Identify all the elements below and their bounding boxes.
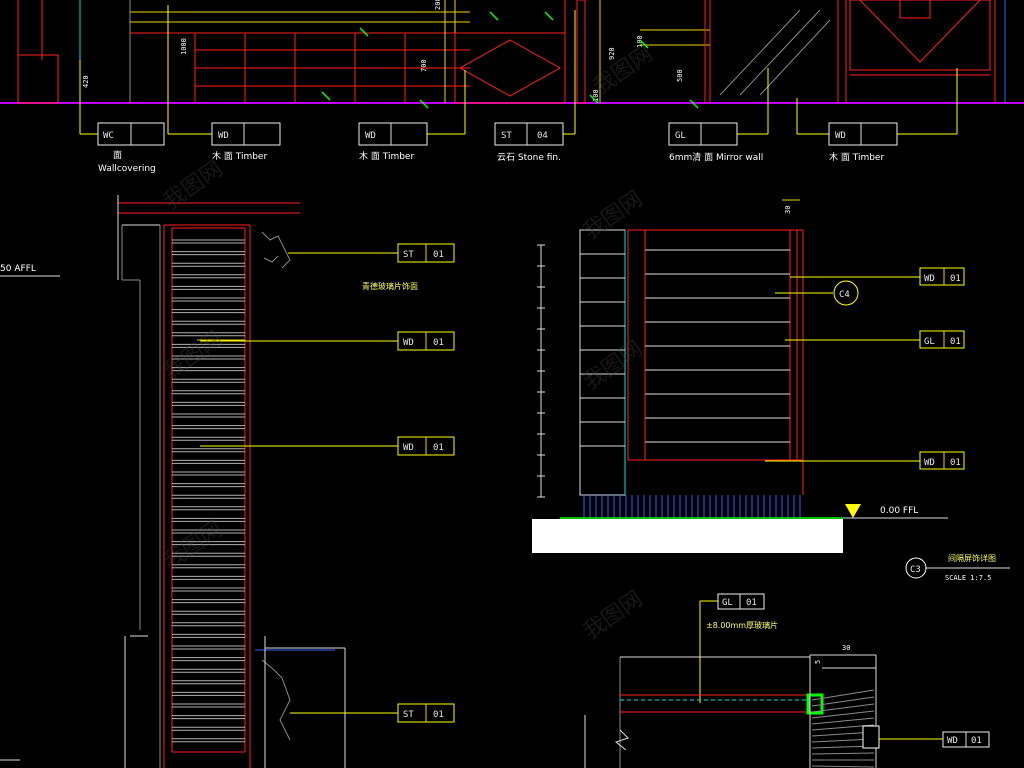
tag-caption: 木 面 Timber xyxy=(212,150,267,162)
tag-num: 01 xyxy=(433,338,444,348)
tag-code: WD xyxy=(947,736,958,746)
svg-text:我图网: 我图网 xyxy=(589,42,657,100)
tag-code: ST xyxy=(403,250,414,260)
svg-text:我图网: 我图网 xyxy=(579,337,647,395)
svg-text:我图网: 我图网 xyxy=(579,587,647,645)
tag-caption: 云石 Stone fin. xyxy=(497,153,561,163)
left-section: 50 AFFL ST 01 青德玻璃 xyxy=(0,195,455,768)
ffl-label: 0.00 FFL xyxy=(880,506,918,516)
svg-text:30: 30 xyxy=(842,644,850,652)
tag-num: 01 xyxy=(433,710,444,720)
tag-code: ST xyxy=(501,131,512,141)
tag-num: 04 xyxy=(537,131,548,141)
svg-text:30: 30 xyxy=(784,206,792,214)
tag-code: GL xyxy=(722,598,733,608)
dim-label: 100 xyxy=(592,89,600,102)
dim-label: 1000 xyxy=(180,38,188,55)
top-elevation: 420 1000 200 700 920 100 500 100 xyxy=(0,0,1024,109)
tag-num: 01 xyxy=(746,598,757,608)
top-material-tags: WC 面 Wallcovering WD 木 面 Timber WD 木 面 T… xyxy=(79,5,958,174)
svg-text:我图网: 我图网 xyxy=(159,157,227,215)
tag-caption: 6mm清 面 Mirror wall xyxy=(669,151,763,163)
tag-code: WD xyxy=(403,443,414,453)
dim-label: 920 xyxy=(608,47,616,60)
bottom-detail: GL 01 ±8.00mm厚玻璃片 30 5 WD 01 xyxy=(584,593,990,768)
floor-slab xyxy=(532,519,843,553)
title-ref: C3 xyxy=(910,565,921,575)
level-label: 50 AFFL xyxy=(0,264,36,274)
tag-num: 01 xyxy=(971,736,982,746)
detail-note: ±8.00mm厚玻璃片 xyxy=(706,620,778,630)
tag-code: GL xyxy=(924,337,935,347)
tag-code: WD xyxy=(835,131,846,141)
tag-code: WD xyxy=(924,274,935,284)
tag-code: ST xyxy=(403,710,414,720)
tag-num: 01 xyxy=(950,274,961,284)
tag-caption: 面 xyxy=(113,150,122,161)
tag-caption: 木 面 Timber xyxy=(359,150,414,162)
svg-text:我图网: 我图网 xyxy=(159,517,227,575)
callout-label: C4 xyxy=(839,290,850,300)
title-text: 间隔屏饰详图 xyxy=(948,553,996,563)
tag-code: WD xyxy=(365,131,376,141)
dim-label: 500 xyxy=(676,69,684,82)
tag-num: 01 xyxy=(433,250,444,260)
dim-label: 200 xyxy=(434,0,442,10)
tag-code: WD xyxy=(924,458,935,468)
tag-caption: Wallcovering xyxy=(98,164,156,174)
dim-label: 700 xyxy=(420,59,428,72)
title-scale: SCALE 1:7.5 xyxy=(945,574,991,582)
tag-num: 01 xyxy=(950,458,961,468)
tag-code: GL xyxy=(675,131,686,141)
tag-num: 01 xyxy=(950,337,961,347)
title-block: C3 间隔屏饰详图 SCALE 1:7.5 xyxy=(905,553,1010,582)
dim-label: 100 xyxy=(636,35,644,48)
top-dimensions: 420 1000 200 700 920 100 500 100 xyxy=(82,0,684,102)
tag-code: WC xyxy=(103,131,114,141)
right-elevation: 0.00 FFL 30 WD 01 C4 GL 01 WD 01 xyxy=(532,199,965,553)
tag-num: 01 xyxy=(433,443,444,453)
svg-text:5: 5 xyxy=(814,660,822,664)
svg-text:我图网: 我图网 xyxy=(579,187,647,245)
tag-code: WD xyxy=(218,131,229,141)
dim-label: 420 xyxy=(82,75,90,88)
note: 青德玻璃片饰面 xyxy=(362,281,418,291)
tag-caption: 木 面 Timber xyxy=(829,151,884,163)
tag-code: WD xyxy=(403,338,414,348)
